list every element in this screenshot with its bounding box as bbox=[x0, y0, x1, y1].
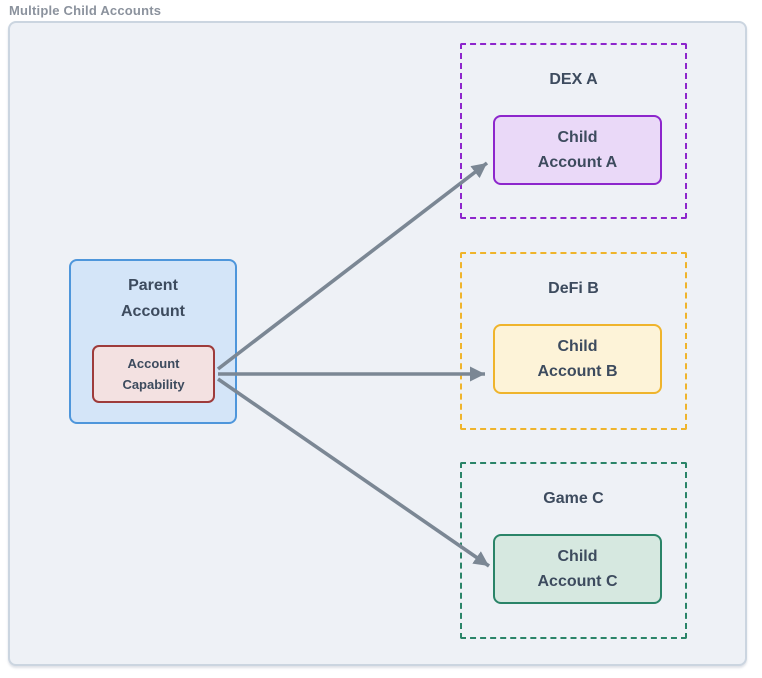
page-title: Multiple Child Accounts bbox=[9, 3, 162, 18]
parent-account-label: Parent Account bbox=[121, 277, 185, 320]
account-capability-label: Account Capability bbox=[122, 356, 185, 392]
arrow-to-child-a bbox=[216, 161, 489, 371]
child-account-c-label: Child Account C bbox=[537, 548, 618, 590]
child-account-a-box: Child Account A bbox=[493, 115, 662, 185]
group-game-c-label: Game C bbox=[543, 490, 604, 507]
child-account-a-label: Child Account A bbox=[537, 129, 618, 171]
group-dex-a-label: DEX A bbox=[549, 71, 598, 88]
group-dex-a: DEX A Child Account A bbox=[460, 43, 687, 219]
child-account-b-box: Child Account B bbox=[493, 324, 662, 394]
account-capability-box: Account Capability bbox=[92, 345, 215, 403]
diagram-canvas: Parent Account Account Capability DEX A … bbox=[8, 21, 747, 666]
parent-account-box: Parent Account Account Capability bbox=[69, 259, 237, 424]
group-defi-b-label: DeFi B bbox=[548, 280, 599, 297]
group-defi-b: DeFi B Child Account B bbox=[460, 252, 687, 430]
group-game-c: Game C Child Account C bbox=[460, 462, 687, 639]
child-account-c-box: Child Account C bbox=[493, 534, 662, 604]
arrow-to-child-c bbox=[216, 377, 491, 568]
child-account-b-label: Child Account B bbox=[537, 338, 618, 380]
